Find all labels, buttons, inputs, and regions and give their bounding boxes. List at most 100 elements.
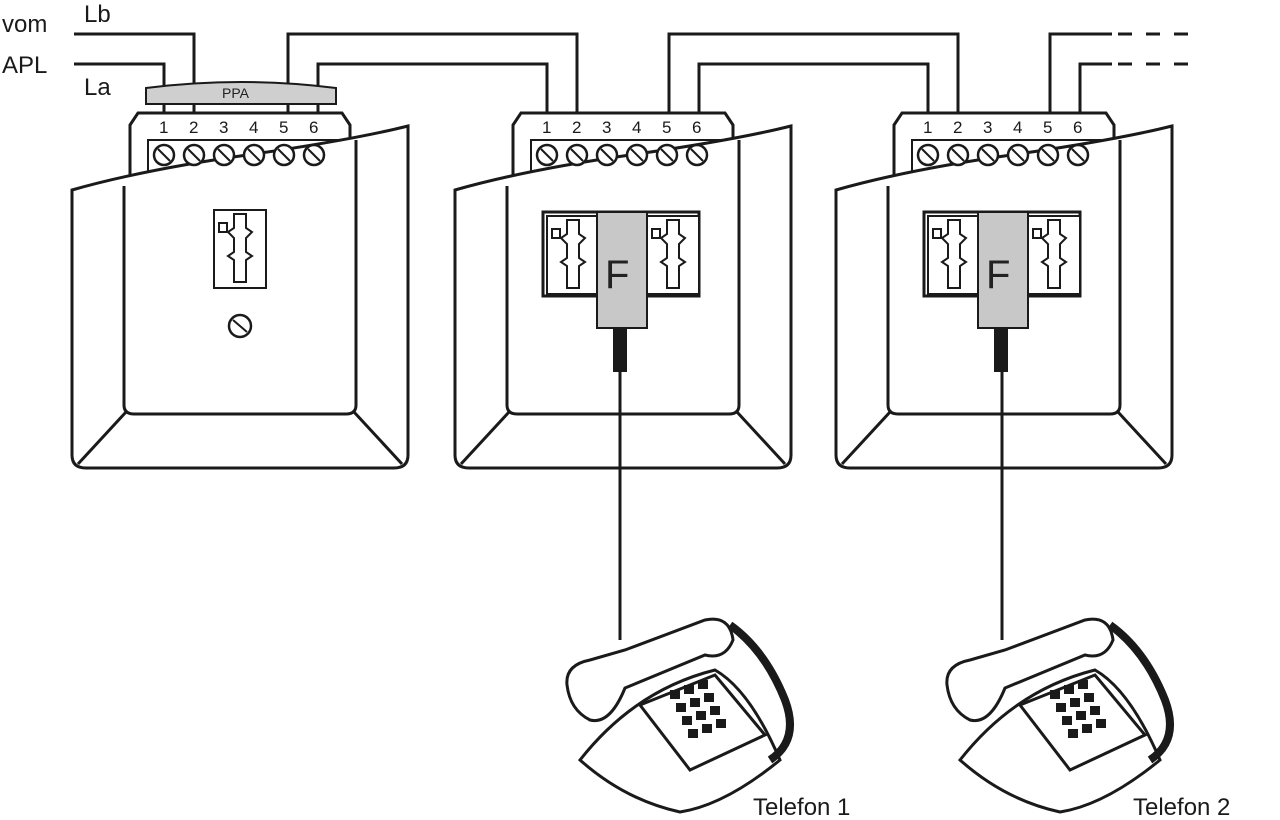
keypad-key bbox=[710, 706, 720, 715]
screw-terminal-5: 5 bbox=[655, 118, 679, 167]
screw-terminal-5: 5 bbox=[1036, 118, 1060, 167]
screw-slot bbox=[232, 319, 248, 333]
screw-terminal-6: 6 bbox=[685, 118, 709, 167]
screw-terminal-1: 1 bbox=[916, 118, 940, 167]
screw-terminal-1: 1 bbox=[152, 118, 176, 167]
terminal-number: 4 bbox=[632, 118, 641, 137]
ppa-module: PPA bbox=[145, 81, 337, 105]
screw-terminal-2: 2 bbox=[565, 118, 589, 167]
keypad-key bbox=[1068, 729, 1078, 738]
screw-terminal-4: 4 bbox=[625, 118, 649, 167]
keypad-key bbox=[716, 719, 726, 728]
keypad-key bbox=[704, 693, 714, 702]
tae-jack-right bbox=[646, 215, 700, 295]
keypad-key bbox=[1076, 711, 1086, 720]
screw-terminal-6: 6 bbox=[302, 118, 326, 167]
terminal-number: 5 bbox=[1043, 118, 1052, 137]
terminal-number: 4 bbox=[249, 118, 258, 137]
wire-continuation-dashes bbox=[1118, 32, 1200, 66]
mounting-screw bbox=[227, 313, 253, 339]
label-la: La bbox=[84, 74, 111, 101]
tae-jack-left bbox=[546, 215, 600, 295]
tae-jack-frame bbox=[1027, 215, 1081, 295]
screw-terminal-2: 2 bbox=[946, 118, 970, 167]
screw-slot bbox=[247, 148, 261, 162]
label-lb: Lb bbox=[84, 1, 111, 28]
keypad-key bbox=[1056, 703, 1066, 712]
screw-slot bbox=[921, 148, 935, 162]
ppa-label: PPA bbox=[222, 85, 250, 101]
terminal-number: 2 bbox=[189, 118, 198, 137]
keypad-key bbox=[1062, 716, 1072, 725]
screw-slot bbox=[690, 148, 704, 162]
screw-terminal-5: 5 bbox=[272, 118, 296, 167]
socket-plate bbox=[886, 140, 1122, 416]
ppa-housing bbox=[145, 81, 337, 105]
coiled-cord bbox=[1107, 621, 1174, 764]
keypad-key bbox=[676, 703, 686, 712]
f-plug-label: F bbox=[986, 253, 1010, 297]
terminal-number: 3 bbox=[602, 118, 611, 137]
terminal-number: 1 bbox=[159, 118, 168, 137]
f-plug bbox=[596, 211, 648, 329]
tae-jack-slot bbox=[1040, 219, 1068, 289]
tae-jack-right bbox=[1027, 215, 1081, 295]
keypad-key bbox=[690, 698, 700, 707]
tae-jack-frame bbox=[927, 215, 981, 295]
screw-slot bbox=[157, 148, 171, 162]
tae-jack-key bbox=[651, 228, 661, 239]
handset bbox=[565, 617, 735, 723]
terminal-number: 5 bbox=[279, 118, 288, 137]
screw-slot bbox=[600, 148, 614, 162]
screw-slot bbox=[981, 148, 995, 162]
socket-plate bbox=[505, 140, 741, 416]
telephone-icon: Telefon 2 bbox=[945, 617, 1230, 820]
keypad-key bbox=[1078, 680, 1088, 689]
terminal-number: 5 bbox=[662, 118, 671, 137]
socket-insert: F bbox=[922, 210, 1082, 372]
keypad-key bbox=[684, 685, 694, 694]
keypad-key bbox=[1090, 706, 1100, 715]
screw-terminal-3: 3 bbox=[595, 118, 619, 167]
screw-slot bbox=[307, 148, 321, 162]
keypad-key bbox=[688, 729, 698, 738]
tae-jack-slot bbox=[559, 219, 587, 289]
screw-slot bbox=[1041, 148, 1055, 162]
terminal-number: 1 bbox=[542, 118, 551, 137]
keypad-key bbox=[1070, 698, 1080, 707]
screw-slot bbox=[570, 148, 584, 162]
screw-slot bbox=[187, 148, 201, 162]
telephones: Telefon 1 Telefon 2 bbox=[565, 617, 1230, 820]
terminal-number: 6 bbox=[309, 118, 318, 137]
frame-bevel-lines bbox=[76, 410, 404, 466]
tae-jack-frame bbox=[646, 215, 700, 295]
keypad-key bbox=[1082, 724, 1092, 733]
plug-strain-relief bbox=[613, 328, 627, 372]
keypad-keys bbox=[1050, 680, 1106, 738]
tae-jack-frame bbox=[546, 215, 600, 295]
screw-terminal-1: 1 bbox=[535, 118, 559, 167]
plug-strain-relief bbox=[994, 328, 1008, 372]
socket-plate bbox=[122, 140, 358, 416]
terminal-number: 2 bbox=[953, 118, 962, 137]
label-apl: APL bbox=[2, 52, 47, 79]
tae-jack-frame bbox=[213, 209, 267, 289]
screw-slot bbox=[1011, 148, 1025, 162]
screw-slot bbox=[951, 148, 965, 162]
screw-terminal-2: 2 bbox=[182, 118, 206, 167]
screw-slot bbox=[217, 148, 231, 162]
socket-insert: F bbox=[541, 210, 701, 372]
screw-terminal-3: 3 bbox=[212, 118, 236, 167]
keypad-key bbox=[1084, 693, 1094, 702]
wire-box2-t5-to-box3-t2 bbox=[667, 32, 960, 155]
phone-label: Telefon 1 bbox=[753, 794, 850, 820]
screw-terminal-3: 3 bbox=[976, 118, 1000, 167]
keypad-key bbox=[696, 711, 706, 720]
wire-box1-t6-to-box2-t1 bbox=[316, 62, 549, 155]
keypad-key bbox=[1096, 719, 1106, 728]
screw-slot bbox=[277, 148, 291, 162]
tae-jack-key bbox=[551, 228, 561, 239]
